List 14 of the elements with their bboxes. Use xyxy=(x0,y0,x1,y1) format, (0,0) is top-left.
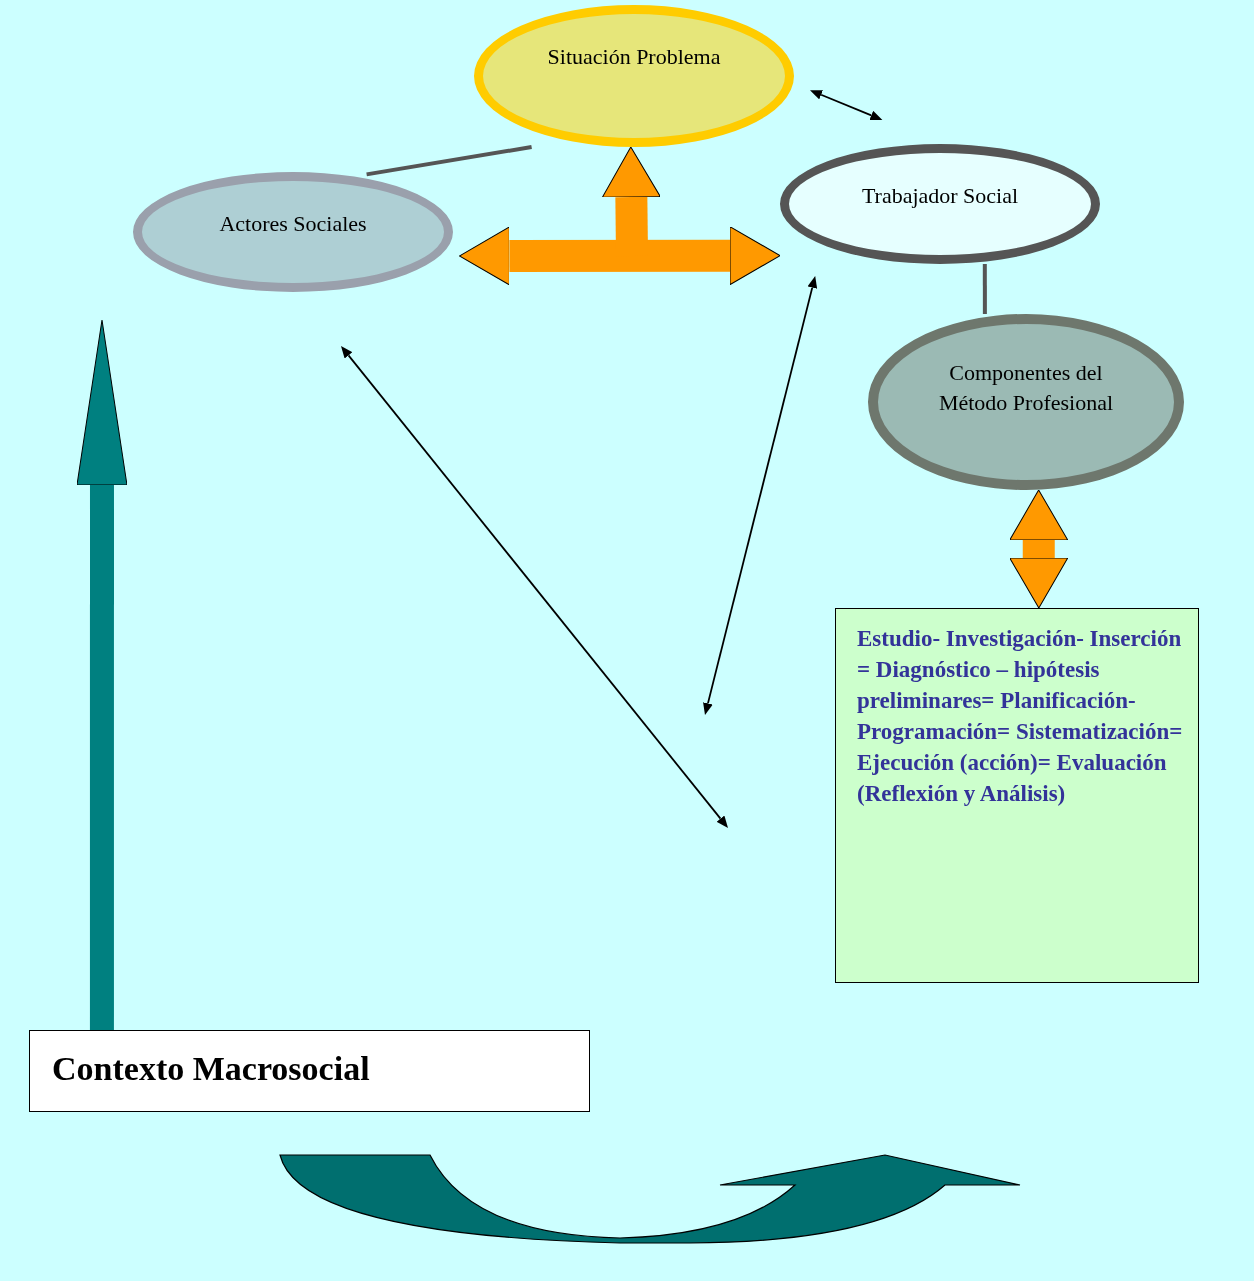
arrow xyxy=(341,346,728,828)
title-box xyxy=(29,1030,590,1112)
arrow xyxy=(703,276,818,715)
block-arrow xyxy=(458,226,781,286)
node-label: Actores Sociales xyxy=(219,210,367,238)
text-box xyxy=(835,608,1199,983)
node-label: Trabajador Social xyxy=(861,182,1019,210)
node-label: Componentes del Método Profesional xyxy=(937,359,1115,417)
node-label: Contexto Macrosocial xyxy=(52,1049,371,1089)
arrow xyxy=(810,90,883,121)
block-arrow xyxy=(76,319,128,1030)
block-arrow xyxy=(1009,489,1069,609)
node-label: Situación Problema xyxy=(547,43,721,71)
node-label: Estudio- Investigación- Inserción = Diagnóstico – hipótesis preliminares= Planificación- Programación= Sistematización= Ejecución (acción)= Evaluación (Reflexión y Análisis) xyxy=(857,625,1184,808)
